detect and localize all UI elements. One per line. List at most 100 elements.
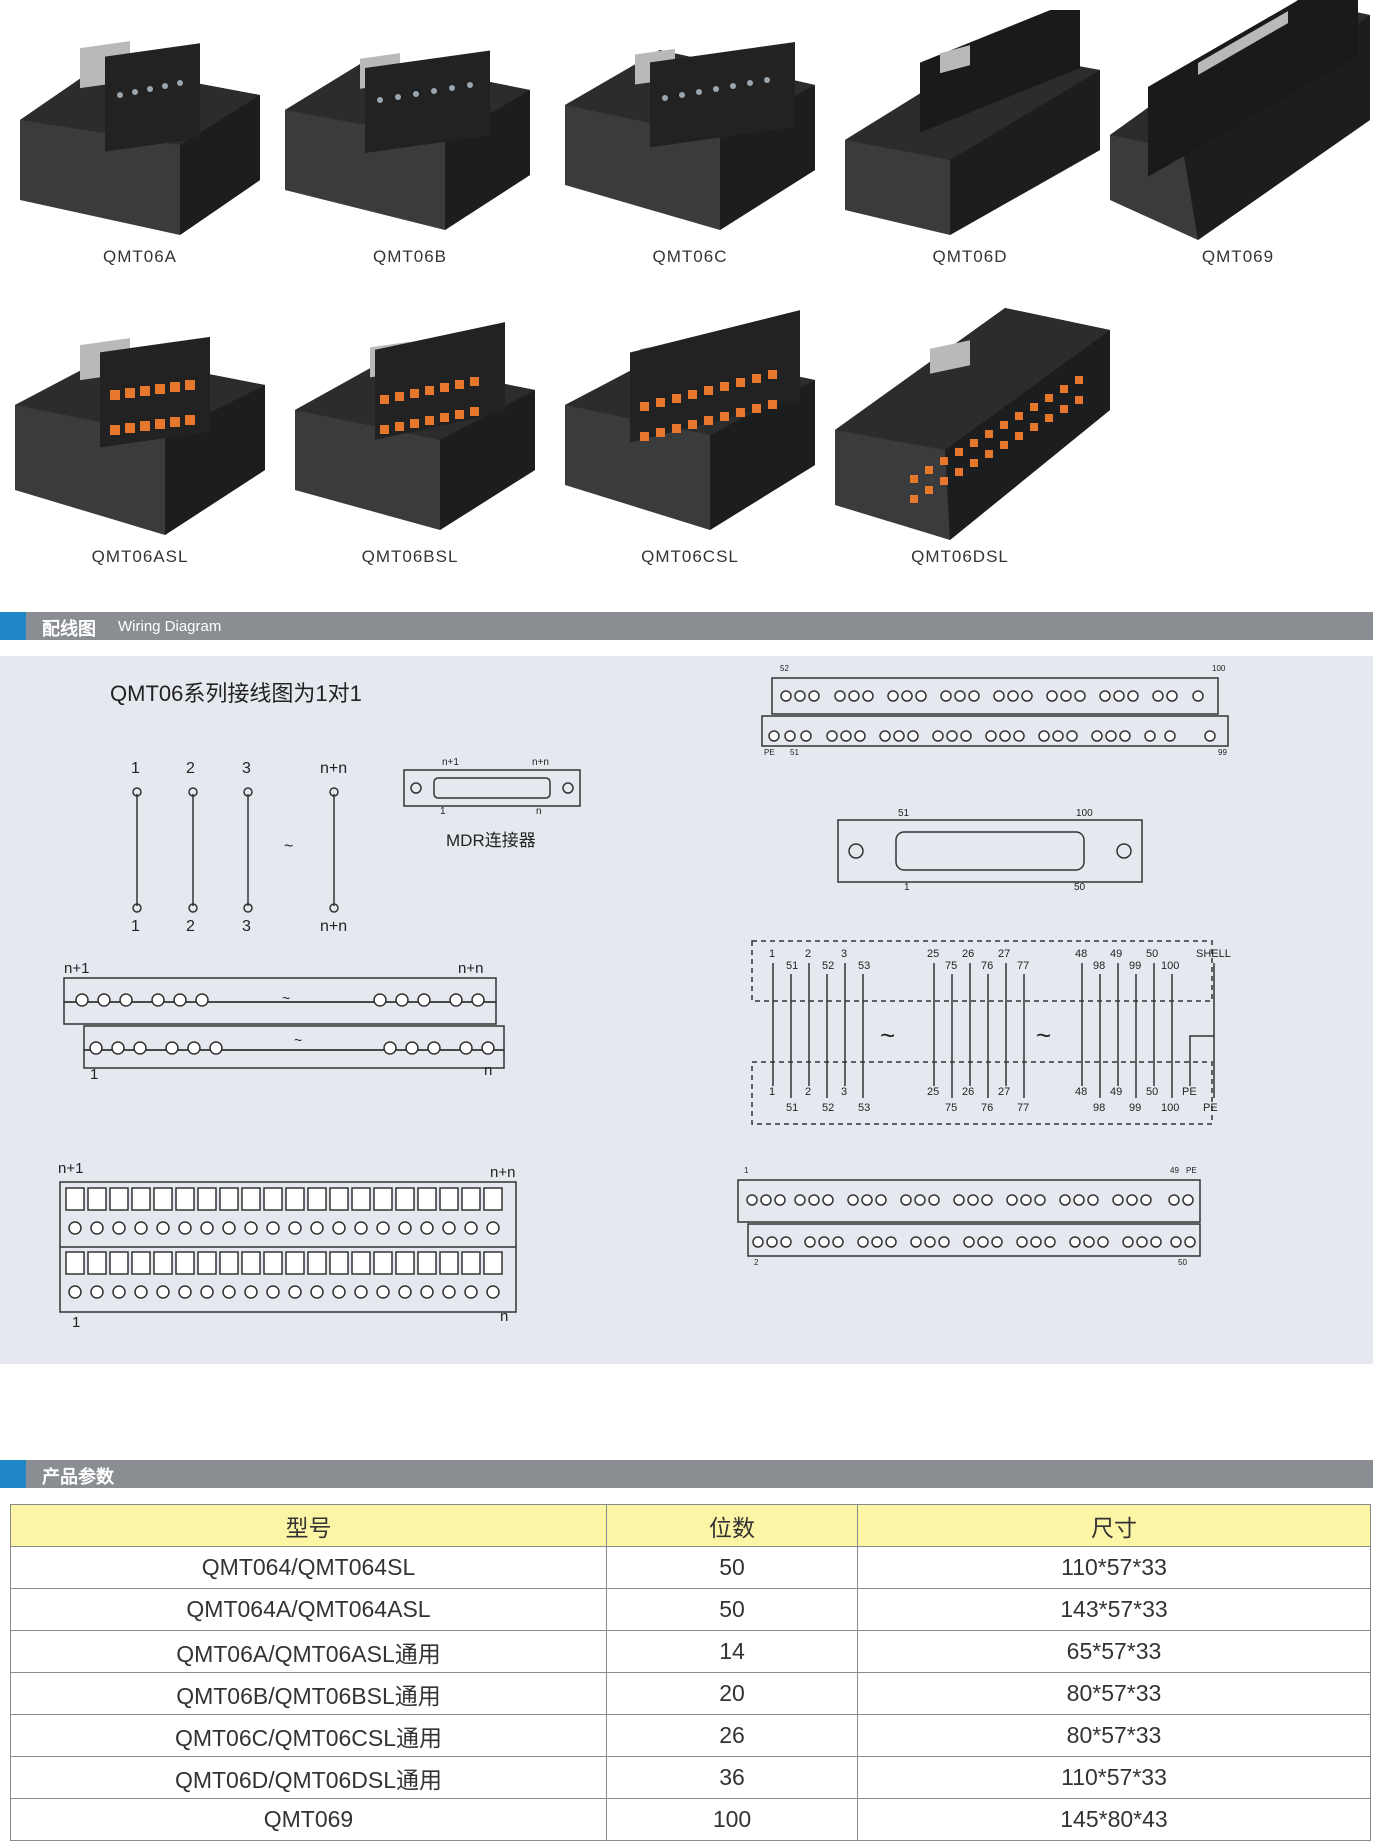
tilde-separator: ~: [282, 990, 291, 1006]
cell-positions: 100: [606, 1798, 858, 1841]
pin-label: 50: [1146, 1086, 1159, 1098]
product-image: [20, 41, 260, 235]
product-card-qmt06c: QMT06C: [560, 10, 820, 280]
product-image: [1110, 0, 1370, 240]
top-pin-label: 1: [131, 760, 140, 777]
right-block-label: 100: [1212, 664, 1226, 673]
pin-label: 77: [1017, 960, 1030, 972]
product-caption: QMT06B: [372, 247, 448, 266]
pin-label: PE: [1203, 1102, 1218, 1114]
cell-size: 80*57*33: [857, 1714, 1371, 1757]
pin-label: 26: [962, 948, 975, 960]
pin-label: 76: [981, 960, 994, 972]
product-image: [565, 310, 815, 530]
pin-label: 77: [1017, 1102, 1030, 1114]
cell-size: 110*57*33: [857, 1756, 1371, 1799]
cell-model: QMT069: [10, 1798, 607, 1841]
bottom-pin-label: 1: [131, 918, 140, 935]
pin-label: 100: [1161, 960, 1180, 972]
cell-model: QMT06D/QMT06DSL通用: [10, 1756, 607, 1799]
pin-label: 99: [1129, 960, 1142, 972]
pin-label: PE: [1182, 1086, 1197, 1098]
product-caption: QMT06BSL: [361, 547, 459, 566]
header-accent: [0, 1460, 26, 1488]
product-image: [295, 322, 535, 530]
block-a-label: n+1: [64, 960, 90, 977]
right-block-label: 52: [780, 664, 789, 673]
mdr-small-label: n+1: [442, 757, 459, 768]
table-row: QMT06D/QMT06DSL通用 36 110*57*33: [10, 1756, 1371, 1799]
pin-label: 98: [1093, 1102, 1106, 1114]
pin-label: 1: [769, 948, 776, 960]
right-block-label: PE: [764, 748, 775, 757]
pin-label: 26: [962, 1086, 975, 1098]
specs-table: 型号 位数 尺寸 QMT064/QMT064SL 50 110*57*33 QM…: [10, 1504, 1371, 1841]
pin-label: 52: [822, 960, 835, 972]
pin-label: 2: [805, 1086, 812, 1098]
table-row: QMT06A/QMT06ASL通用 14 65*57*33: [10, 1630, 1371, 1673]
cell-positions: 50: [606, 1588, 858, 1631]
product-card-qmt06d: QMT06D: [840, 10, 1100, 280]
cell-model: QMT064/QMT064SL: [10, 1546, 607, 1589]
product-card-qmt06asl: QMT06ASL: [10, 310, 270, 580]
product-image: [845, 10, 1100, 235]
right-block-label: 50: [1178, 1258, 1187, 1267]
pin-label: 2: [805, 948, 812, 960]
pin-label: 51: [786, 1102, 799, 1114]
tilde-separator: ~: [1036, 1020, 1052, 1050]
tilde-separator: ~: [284, 838, 294, 855]
mdr-small-label: n: [536, 806, 542, 817]
pin-label: 1: [769, 1086, 776, 1098]
pin-label: 53: [858, 960, 871, 972]
product-caption: QMT06C: [652, 247, 728, 266]
cell-size: 65*57*33: [857, 1630, 1371, 1673]
block-b-label: n+n: [490, 1164, 516, 1181]
pin-label: 98: [1093, 960, 1106, 972]
cell-model: QMT064A/QMT064ASL: [10, 1588, 607, 1631]
pin-label: 100: [1161, 1102, 1180, 1114]
cell-size: 80*57*33: [857, 1672, 1371, 1715]
product-caption: QMT06D: [932, 247, 1008, 266]
mdr-large-label: 51: [898, 808, 910, 819]
mdr-large-label: 1: [904, 882, 910, 893]
table-row: QMT064A/QMT064ASL 50 143*57*33: [10, 1588, 1371, 1631]
top-pin-label: 3: [242, 760, 251, 777]
cell-size: 145*80*43: [857, 1798, 1371, 1841]
pin-label: 3: [841, 948, 848, 960]
pin-label: 99: [1129, 1102, 1142, 1114]
column-header-positions: 位数: [606, 1504, 858, 1547]
product-caption: QMT069: [1201, 247, 1275, 266]
right-block-label: 51: [790, 748, 799, 757]
pin-label: SHELL: [1196, 948, 1231, 960]
top-pin-label: n+n: [320, 760, 348, 777]
product-caption: QMT06CSL: [641, 547, 739, 566]
product-image: [285, 50, 530, 230]
right-block-label: 1: [744, 1166, 749, 1175]
pin-label: 51: [786, 960, 799, 972]
specs-header-cn: 产品参数: [42, 1467, 114, 1487]
wiring-diagram: QMT06系列接线图为1对1 1 2 3 n+n 1 2 3 n+n ~ n+1…: [0, 656, 1373, 1364]
cell-positions: 50: [606, 1546, 858, 1589]
pin-label: 75: [945, 1102, 958, 1114]
tilde-separator: ~: [880, 1020, 896, 1050]
pin-label: 50: [1146, 948, 1159, 960]
block-b-label: n+1: [58, 1160, 84, 1177]
table-row: QMT06C/QMT06CSL通用 26 80*57*33: [10, 1714, 1371, 1757]
mdr-large-label: 50: [1074, 882, 1086, 893]
product-card-qmt06dsl: QMT06DSL: [830, 300, 1110, 570]
product-caption: QMT06DSL: [911, 547, 1009, 566]
column-header-size: 尺寸: [857, 1504, 1371, 1547]
pin-label: 27: [998, 948, 1011, 960]
product-image: [835, 308, 1110, 540]
product-image: [565, 41, 815, 230]
table-row: QMT064/QMT064SL 50 110*57*33: [10, 1546, 1371, 1589]
cell-positions: 26: [606, 1714, 858, 1757]
pin-label: 49: [1110, 1086, 1123, 1098]
cell-model: QMT06C/QMT06CSL通用: [10, 1714, 607, 1757]
cell-size: 110*57*33: [857, 1546, 1371, 1589]
cell-positions: 20: [606, 1672, 858, 1715]
bottom-pin-label: 2: [186, 918, 195, 935]
tilde-separator: ~: [294, 1032, 303, 1048]
top-pin-label: 2: [186, 760, 195, 777]
pin-label: 48: [1075, 1086, 1088, 1098]
